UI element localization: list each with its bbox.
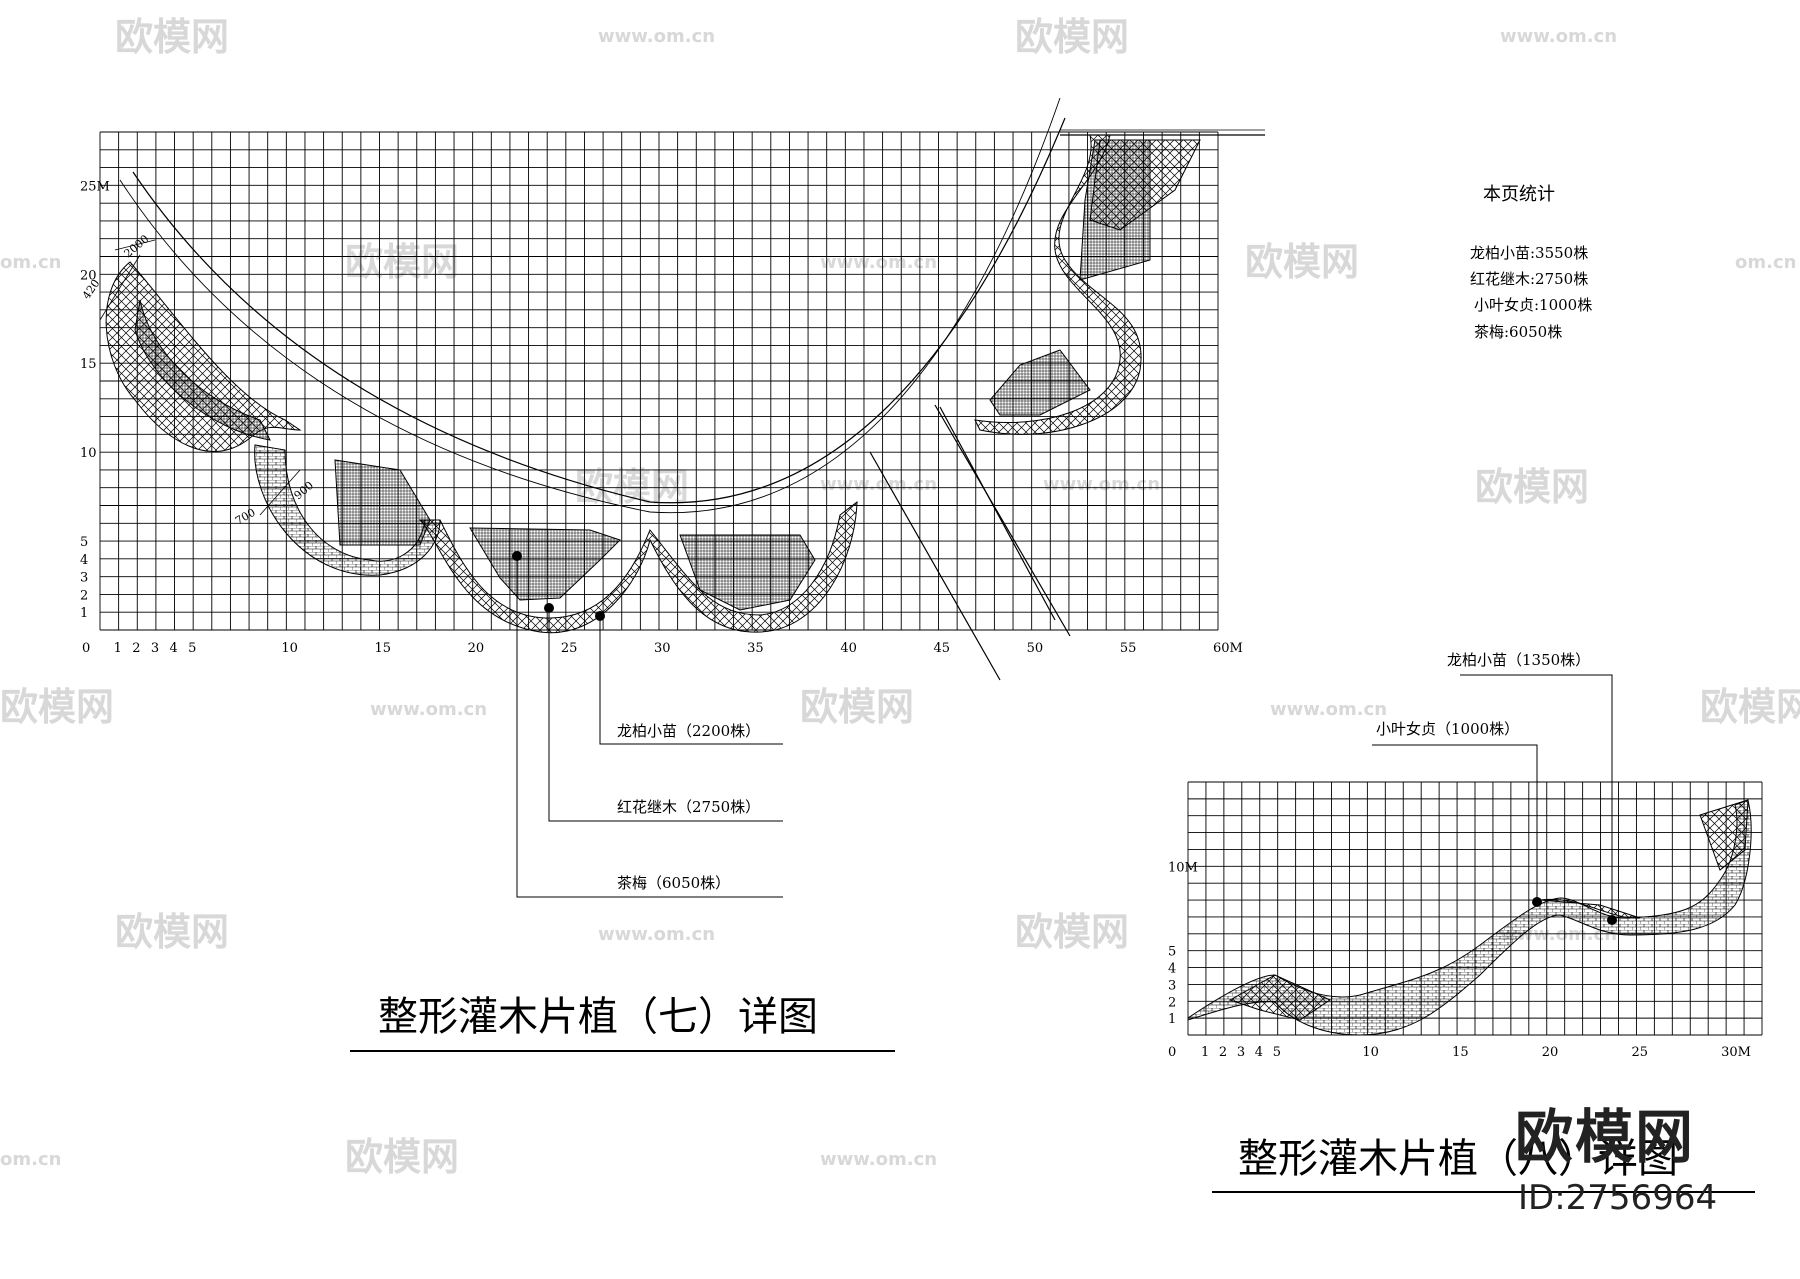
watermark-url: www.om.cn: [1043, 474, 1160, 495]
plan8-x-tick: 20: [1542, 1045, 1559, 1060]
plan8-y-tick: 3: [1168, 978, 1176, 993]
watermark-logo: 欧模网: [1015, 910, 1129, 954]
plan8-x-tick: 2: [1219, 1045, 1227, 1060]
plan7-x-tick: 55: [1120, 641, 1137, 656]
marker-hongji: [544, 603, 554, 613]
plan8-y-tick: 1: [1168, 1012, 1176, 1027]
plan8-markers: [1532, 897, 1617, 925]
plan8-x-tick: 1: [1201, 1045, 1209, 1060]
watermark-url: www.om.cn: [370, 699, 487, 720]
watermark-url-short: om.cn: [0, 252, 61, 273]
plan7-y-tick: 5: [80, 535, 88, 550]
plan8-y-tick: 4: [1168, 962, 1176, 977]
plan7-x-tick: 45: [934, 641, 951, 656]
marker-chamei: [512, 551, 522, 561]
plan7-leaders: [516, 556, 783, 898]
watermark-logo: 欧模网: [115, 15, 229, 59]
watermark-big-logo: 欧模网: [1515, 1103, 1696, 1171]
plan8-bed: [1187, 799, 1752, 1036]
watermark-logo: 欧模网: [1245, 240, 1359, 284]
plan8-x-tick: 5: [1273, 1045, 1281, 1060]
watermark-url: www.om.cn: [598, 26, 715, 47]
watermark-url-short: om.cn: [1735, 252, 1796, 273]
plan8-x-tick: 15: [1452, 1045, 1469, 1060]
plan8-x-tick: 10: [1362, 1045, 1379, 1060]
watermark-logo: 欧模网: [1475, 465, 1589, 509]
plan7-x-tick: 15: [375, 641, 392, 656]
stats-item-nvzhen: 小叶女贞:1000株: [1474, 296, 1592, 314]
plan8-title: 整形灌木片植（八）详图: [1238, 1136, 1678, 1182]
plan8-y-tick: 2: [1168, 995, 1176, 1010]
plan7-y-tick: 10: [80, 446, 97, 461]
watermark-logo: 欧模网: [345, 240, 459, 284]
watermark-url: www.om.cn: [1270, 699, 1387, 720]
plan7-x-tick: 35: [747, 641, 764, 656]
callout-chamei-6050: 茶梅（6050株）: [617, 874, 730, 892]
plan7-x-tick: 1: [114, 641, 122, 656]
plan7-beds: [105, 134, 1201, 634]
plan7-x-tick: 10: [281, 641, 298, 656]
plan7-y-tick: 1: [80, 606, 88, 621]
plan7-x-tick: 40: [840, 641, 857, 656]
plan7-x-tick: 4: [170, 641, 178, 656]
dim-700: 700: [233, 506, 258, 528]
stats-title: 本页统计: [1483, 184, 1555, 205]
plan7-y-tick: 25M: [80, 179, 110, 194]
dim-900: 900: [292, 479, 316, 502]
stats-item-longbai: 龙柏小苗:3550株: [1470, 244, 1588, 262]
plan8-y-tick: 10M: [1168, 860, 1198, 875]
watermark-url-short: om.cn: [0, 1149, 61, 1170]
plan7-x-tick: 3: [151, 641, 159, 656]
plan7-x-tick: 25: [561, 641, 578, 656]
plan7-y-tick: 20: [80, 268, 97, 283]
plan8-x-tick: 3: [1237, 1045, 1245, 1060]
watermark-url: www.om.cn: [598, 924, 715, 945]
watermark-logo: 欧模网: [1700, 685, 1800, 729]
plan7-y-tick: 3: [80, 571, 88, 586]
plan7-x-tick: 0: [82, 641, 90, 656]
watermark-id: ID:2756964: [1518, 1178, 1718, 1218]
plan8-leaders: [1372, 674, 1613, 920]
plan7-x-tick: 60M: [1213, 641, 1243, 656]
stats-item-chamei: 茶梅:6050株: [1474, 323, 1562, 341]
plan7-y-tick: 4: [80, 553, 88, 568]
plan7-y-tick: 15: [80, 357, 97, 372]
plan7-dimensions: [99, 239, 301, 516]
plan8-x-tick: 0: [1168, 1045, 1176, 1060]
stats-item-hongji: 红花继木:2750株: [1470, 270, 1588, 288]
plan7-x-tick: 5: [188, 641, 196, 656]
plan8-x-tick: 30M: [1721, 1045, 1751, 1060]
plan8-x-tick: 4: [1255, 1045, 1263, 1060]
plan7-grid: [99, 131, 1219, 631]
watermark-logo: 欧模网: [115, 910, 229, 954]
marker-longbai-8: [1607, 915, 1617, 925]
watermark-url: www.om.cn: [820, 252, 937, 273]
watermark-url: www.om.cn: [820, 1149, 937, 1170]
plan7-title: 整形灌木片植（七）详图: [378, 994, 818, 1040]
plan7-x-tick: 20: [468, 641, 485, 656]
watermark-url: www.om.cn: [1500, 26, 1617, 47]
marker-nvzhen: [1532, 897, 1542, 907]
plan7-markers: [512, 551, 605, 621]
watermark-url: www.om.cn: [820, 474, 937, 495]
callout-longbai-1350: 龙柏小苗（1350株）: [1447, 651, 1590, 669]
plan7-x-tick: 30: [654, 641, 671, 656]
plan7-x-tick: 50: [1027, 641, 1044, 656]
plan7-x-tick: 2: [132, 641, 140, 656]
watermark-logo: 欧模网: [345, 1135, 459, 1179]
callout-nvzhen-1000: 小叶女贞（1000株）: [1376, 720, 1519, 738]
marker-longbai: [595, 611, 605, 621]
plan7-outline: [119, 97, 1265, 681]
plan7-y-tick: 2: [80, 588, 88, 603]
watermark-logo: 欧模网: [1015, 15, 1129, 59]
plan8-x-tick: 25: [1631, 1045, 1648, 1060]
watermark-logo: 欧模网: [800, 685, 914, 729]
callout-longbai-2200: 龙柏小苗（2200株）: [617, 722, 760, 740]
plan8-y-tick: 5: [1168, 945, 1176, 960]
callout-hongji-2750: 红花继木（2750株）: [617, 798, 760, 816]
watermark-logo: 欧模网: [0, 685, 114, 729]
